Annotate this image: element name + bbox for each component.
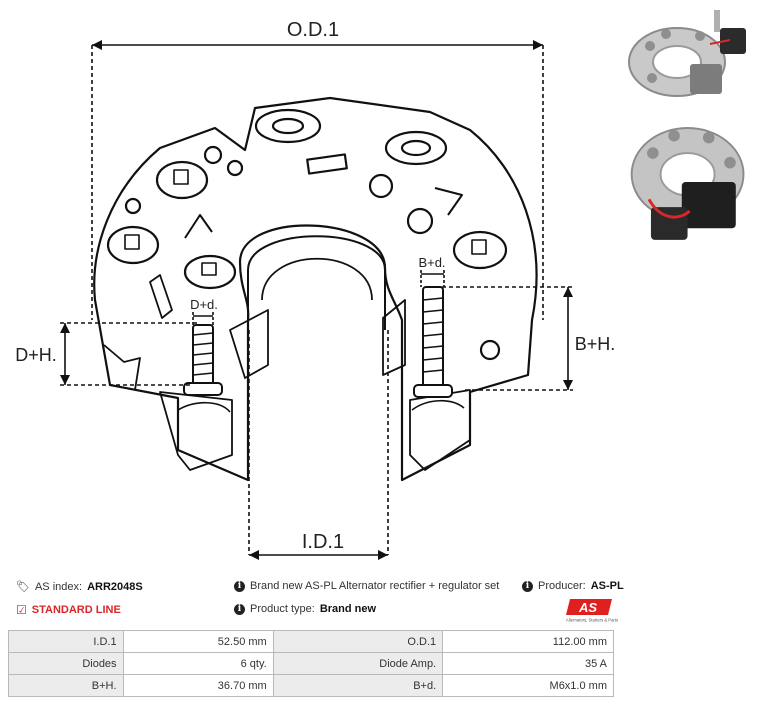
producer: i Producer: AS-PL <box>522 580 624 592</box>
spec-label: Diode Amp. <box>272 652 444 675</box>
info-icon: i <box>234 603 245 615</box>
spec-value: 35 A <box>442 652 614 675</box>
spec-label: Diodes <box>8 652 124 675</box>
tags-icon: 🏷︎ <box>16 581 30 593</box>
id1-label: I.D.1 <box>302 531 344 553</box>
bd-label: B+d. <box>418 255 445 270</box>
spec-label: B+H. <box>8 674 124 697</box>
checkbox-icon: ☑ <box>16 603 27 617</box>
as-pl-logo: AS Alternators, Starters & Parts <box>566 599 618 623</box>
svg-text:AS: AS <box>578 600 597 615</box>
standard-line-label: STANDARD LINE <box>31 604 121 616</box>
producer-label: Producer: <box>538 580 586 592</box>
dh-label: D+H. <box>15 345 57 365</box>
rectifier-regulator-photo-bottom <box>630 127 745 240</box>
spec-value: 36.70 mm <box>122 674 274 697</box>
info-icon: i <box>522 580 533 592</box>
od1-label: O.D.1 <box>287 19 339 41</box>
product-description: i Brand new AS-PL Alternator rectifier +… <box>234 580 499 592</box>
standard-line-badge: ☑ STANDARD LINE <box>16 603 121 617</box>
bh-label: B+H. <box>575 334 616 354</box>
inner-arch <box>247 235 386 330</box>
spec-value: 6 qty. <box>122 652 274 675</box>
spec-label: O.D.1 <box>272 630 444 653</box>
info-icon: i <box>234 580 245 592</box>
as-index-label: AS index: <box>34 580 83 593</box>
description-text: Brand new AS-PL Alternator rectifier + r… <box>250 580 500 592</box>
spec-label: I.D.1 <box>8 630 124 653</box>
as-index: 🏷︎ AS index: ARR2048S <box>16 580 143 594</box>
spec-value: 52.50 mm <box>122 630 274 653</box>
rectifier-body-outline <box>93 96 538 482</box>
spec-value: M6x1.0 mm <box>442 674 614 697</box>
dd-label: D+d. <box>190 297 218 312</box>
spec-label: B+d. <box>272 674 444 697</box>
technical-drawing: O.D.1 I.D.1 D+H. B+H. D+d. B+d. <box>15 19 616 560</box>
product-type-value: Brand new <box>319 603 377 615</box>
rectifier-regulator-photo-top <box>628 10 746 97</box>
product-type: i Product type: Brand new <box>234 603 376 615</box>
as-index-value: ARR2048S <box>87 580 143 593</box>
svg-text:Alternators, Starters & Parts: Alternators, Starters & Parts <box>566 618 618 623</box>
spec-value: 112.00 mm <box>442 630 614 653</box>
product-type-label: Product type: <box>250 603 315 615</box>
producer-value: AS-PL <box>590 580 624 592</box>
